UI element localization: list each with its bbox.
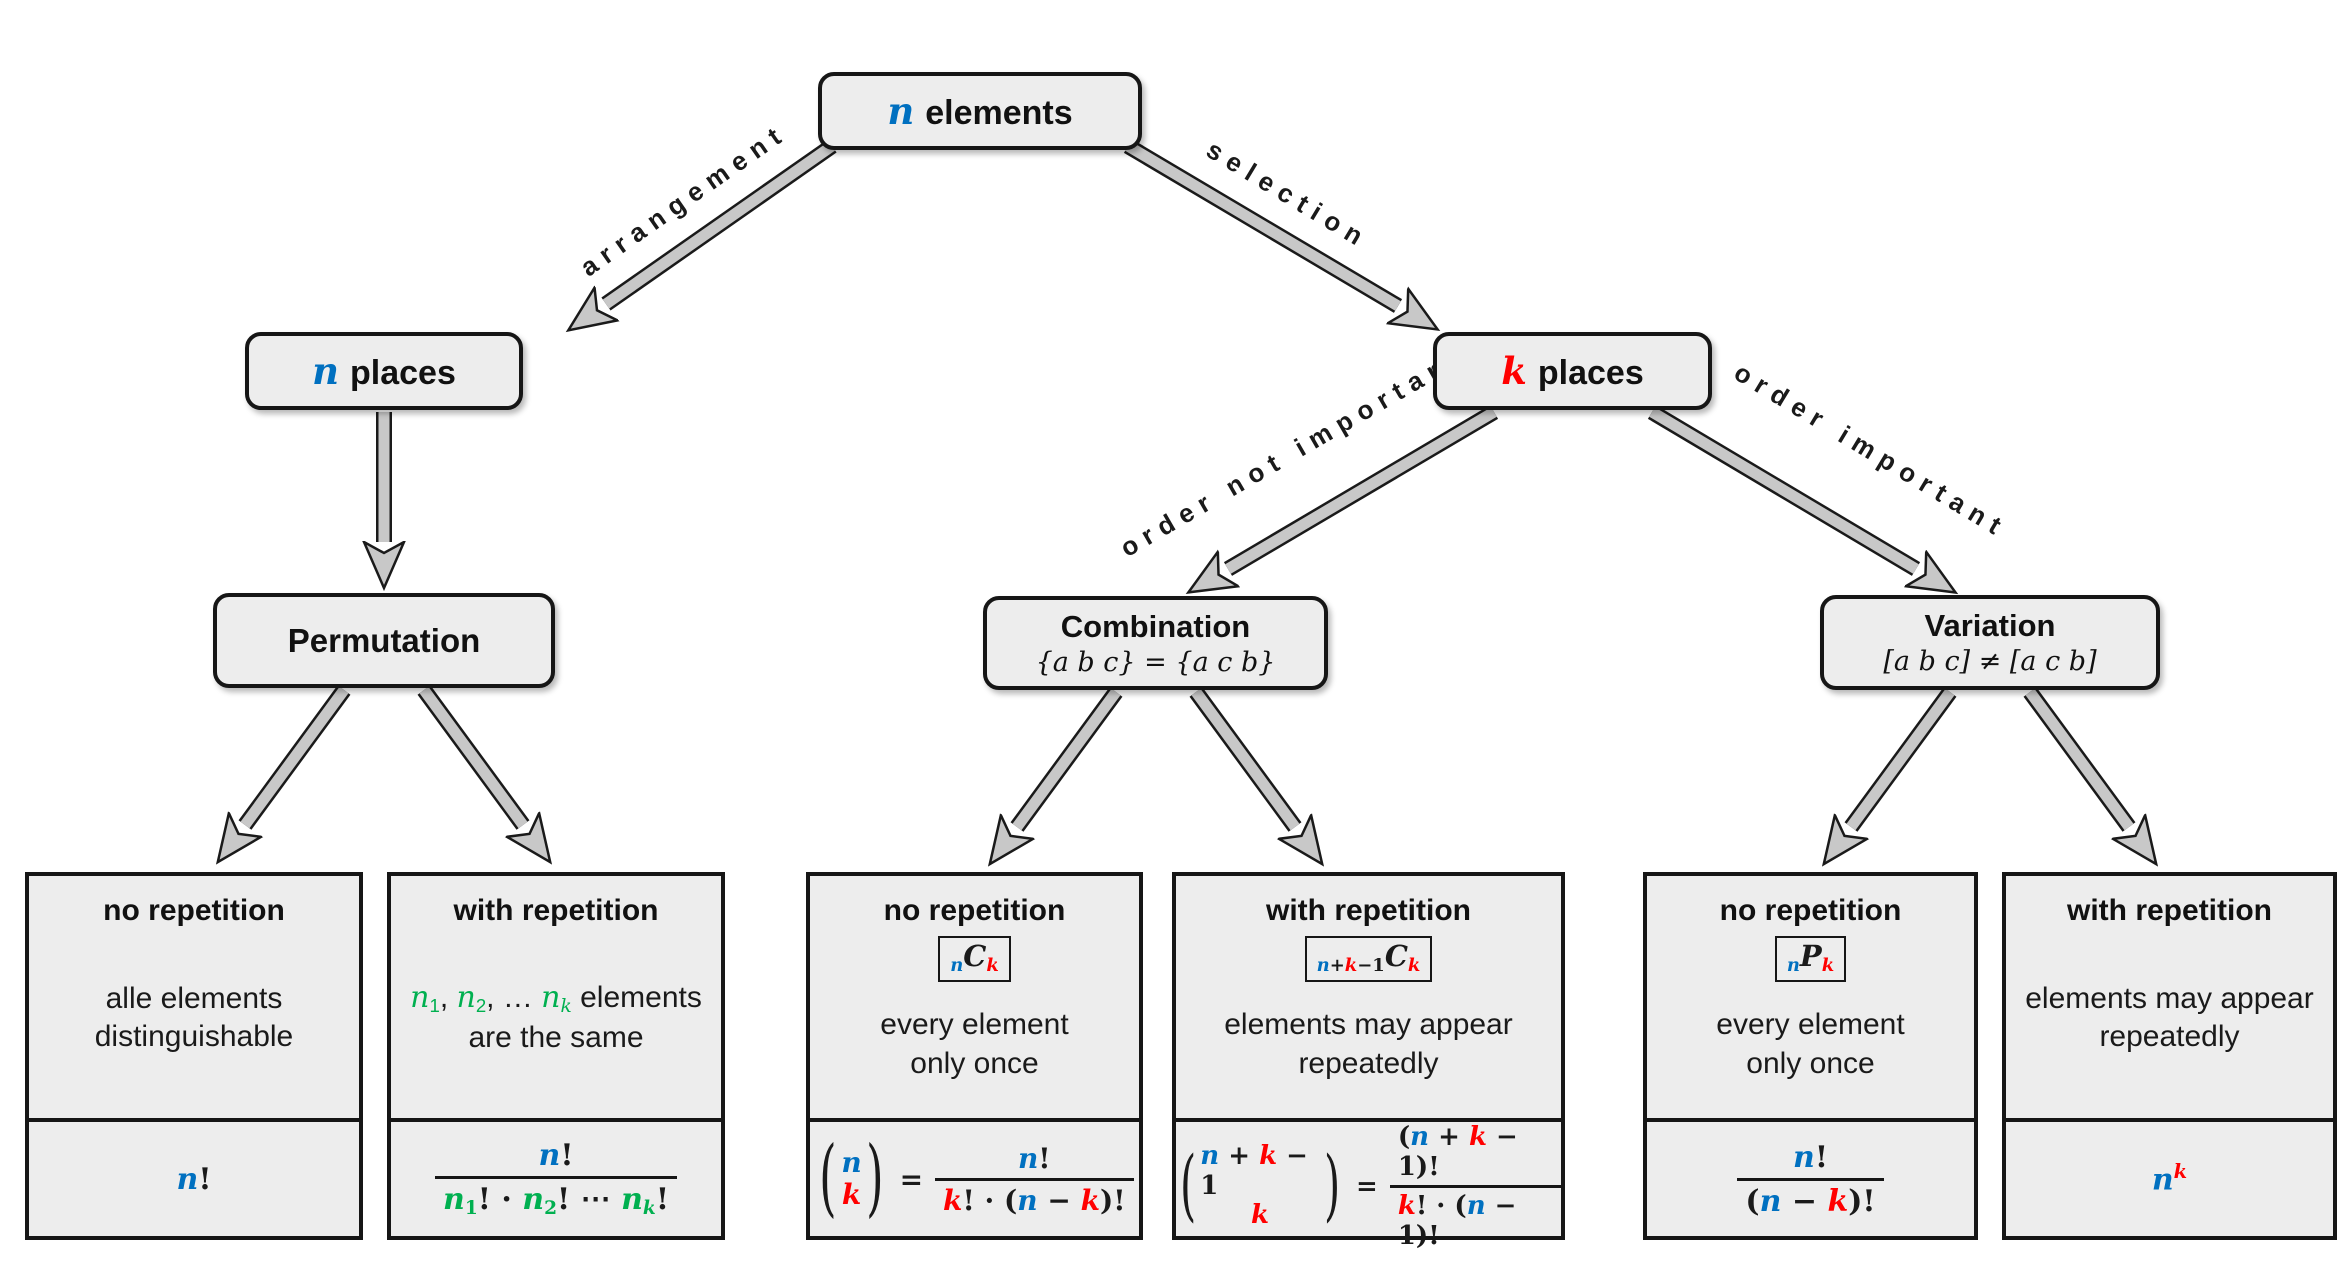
- leaf-variation-no-repetition: no repetition nPk every element only onc…: [1643, 872, 1978, 1240]
- leaf-title: no repetition: [1719, 894, 1902, 927]
- leaf-description: elements may appear repeatedly: [1224, 982, 1513, 1118]
- edge-permutation-to-with-rep: [417, 685, 523, 825]
- node-combination: Combination {a b c} = {a c b}: [983, 596, 1328, 690]
- node-title: Variation: [1924, 608, 2056, 643]
- formula-n-power-k: nk: [2151, 1160, 2188, 1198]
- leaf-formula: nk: [2006, 1122, 2333, 1236]
- desc-line: are the same: [468, 1020, 644, 1054]
- leaf-info: with repetition elements may appear repe…: [2006, 876, 2333, 1122]
- desc-line: elements may appear: [2025, 981, 2314, 1015]
- node-label: places: [1537, 354, 1644, 392]
- desc-line: every element: [880, 1008, 1069, 1042]
- leaf-formula: n! n1! · n2! ⋯ nk!: [391, 1122, 721, 1236]
- desc-line: every element: [1716, 1008, 1905, 1042]
- leaf-permutation-with-repetition: with repetition n1, n2, … nk elements ar…: [387, 872, 725, 1240]
- desc-line: repeatedly: [1298, 1046, 1439, 1080]
- node-variation: Variation [a b c] ≠ [a c b]: [1820, 595, 2160, 690]
- leaf-title: with repetition: [2067, 894, 2272, 927]
- node-label: elements: [925, 94, 1073, 132]
- edge-k-places-to-combination: [1228, 405, 1499, 569]
- leaf-combination-with-repetition: with repetition n+k−1Ck elements may app…: [1172, 872, 1565, 1251]
- leaf-permutation-no-repetition: no repetition alle elements distinguisha…: [25, 872, 363, 1240]
- var-n: n: [312, 349, 340, 393]
- edge-root-to-n-places: [606, 139, 837, 304]
- leaf-formula: n!: [29, 1122, 359, 1236]
- var-k: k: [1501, 349, 1527, 393]
- fraction: (n + k − 1)! k! · (n − 1)!: [1389, 1122, 1561, 1251]
- leaf-info: with repetition n+k−1Ck elements may app…: [1176, 876, 1561, 1122]
- edge-variation-to-with-rep: [2023, 687, 2129, 827]
- notation-badge-n+k-1Ck: n+k−1Ck: [1304, 936, 1433, 982]
- edge-root-to-k-places: [1123, 139, 1398, 306]
- leaf-variation-with-repetition: with repetition elements may appear repe…: [2002, 872, 2337, 1240]
- desc-line: repeatedly: [2099, 1020, 2240, 1053]
- node-label: places: [350, 354, 456, 392]
- edge-combination-to-with-rep: [1189, 687, 1295, 827]
- fraction: n! (n − k)!: [1737, 1140, 1884, 1219]
- leaf-info: with repetition n1, n2, … nk elements ar…: [391, 876, 721, 1122]
- leaf-title: no repetition: [103, 894, 285, 927]
- leaf-title: with repetition: [453, 894, 659, 927]
- node-title: Permutation: [287, 621, 481, 659]
- edge-k-places-to-variation: [1647, 405, 1916, 569]
- notation-badge-nPk: nPk: [1774, 936, 1847, 982]
- edge-variation-to-no-rep: [1851, 687, 1957, 827]
- leaf-formula: n! (n − k)!: [1647, 1122, 1974, 1236]
- leaf-title: with repetition: [1266, 894, 1471, 927]
- desc-line: elements may appear: [1224, 1008, 1513, 1042]
- desc-line: n1, n2, … nk elements: [410, 979, 702, 1017]
- fraction: n! n1! · n2! ⋯ nk!: [435, 1138, 677, 1220]
- leaf-description: elements may appear repeatedly: [2025, 928, 2314, 1118]
- fraction: n! k! · (n − k)!: [935, 1142, 1134, 1217]
- edge-permutation-to-no-rep: [245, 685, 351, 825]
- desc-line: alle elements: [105, 981, 283, 1015]
- node-n-elements: n elements: [818, 72, 1142, 150]
- leaf-description: every element only once: [1716, 982, 1904, 1118]
- desc-line: distinguishable: [94, 1020, 294, 1053]
- node-subtitle: [a b c] ≠ [a c b]: [1883, 646, 2097, 677]
- leaf-title: no repetition: [883, 894, 1066, 927]
- notation-badge-nCk: nCk: [938, 936, 1011, 982]
- leaf-info: no repetition alle elements distinguisha…: [29, 876, 359, 1122]
- leaf-info: no repetition nPk every element only onc…: [1647, 876, 1974, 1122]
- leaf-description: alle elements distinguishable: [95, 928, 293, 1118]
- desc-line: only once: [910, 1046, 1039, 1080]
- var-n: n: [887, 89, 915, 133]
- formula-n-factorial: n!: [176, 1161, 212, 1197]
- desc-line: only once: [1746, 1046, 1875, 1080]
- node-title: Combination: [1060, 608, 1251, 644]
- leaf-combination-no-repetition: no repetition nCk every element only onc…: [806, 872, 1143, 1240]
- edge-combination-to-no-rep: [1017, 687, 1123, 827]
- leaf-description: every element only once: [880, 982, 1068, 1118]
- leaf-info: no repetition nCk every element only onc…: [810, 876, 1139, 1122]
- node-permutation: Permutation: [213, 593, 555, 688]
- node-subtitle: {a b c} = {a c b}: [1035, 646, 1276, 678]
- leaf-description: n1, n2, … nk elements are the same: [410, 928, 702, 1118]
